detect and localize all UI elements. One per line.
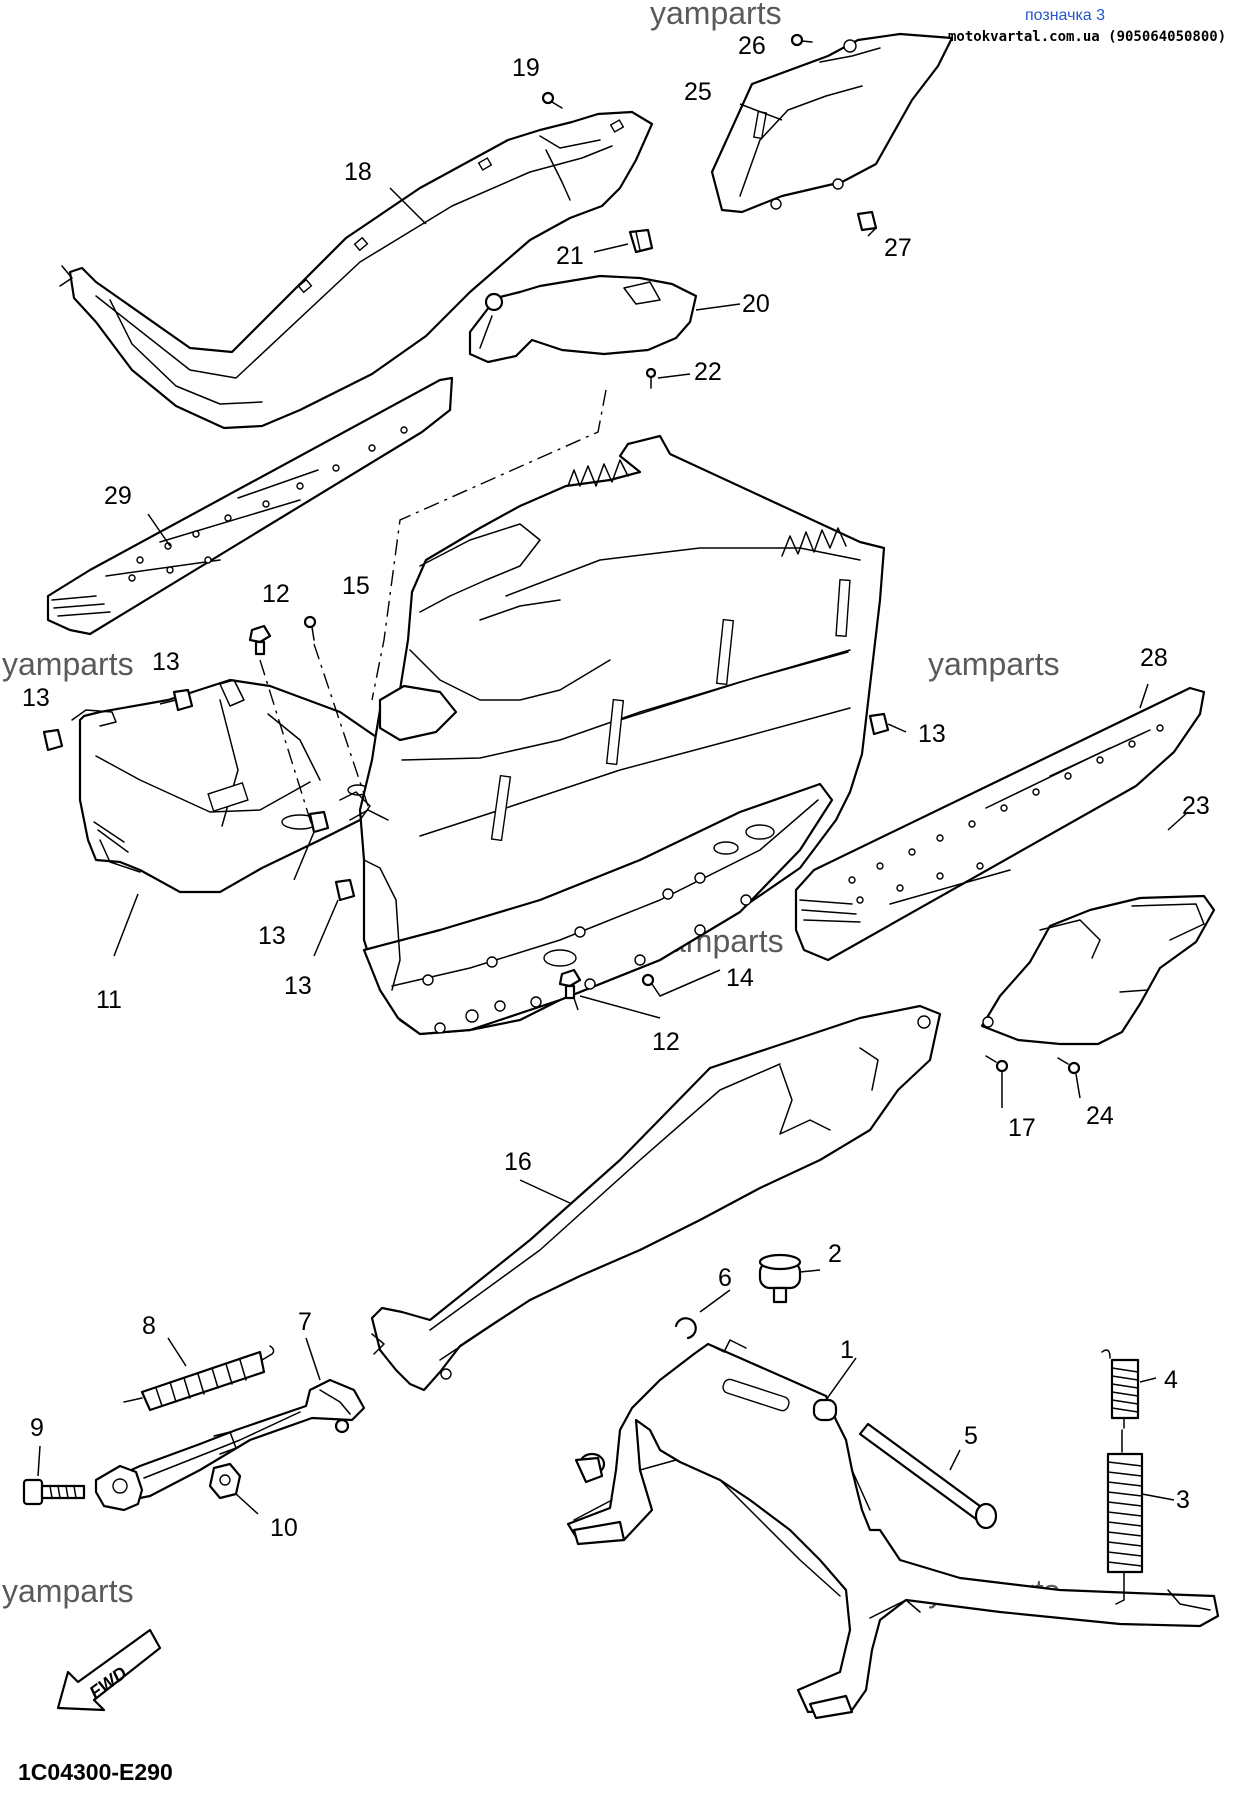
part-9-bolt: [22, 1478, 86, 1506]
callout-23: 23: [1182, 792, 1210, 820]
callout-13: 13: [22, 684, 50, 712]
part-21-fastener: [628, 228, 654, 254]
callout-5: 5: [964, 1422, 978, 1450]
part-24-screw: [1057, 1057, 1081, 1075]
callout-15: 15: [342, 572, 370, 600]
callout-9: 9: [30, 1414, 44, 1442]
callout-3: 3: [1176, 1486, 1190, 1514]
part-22-screw: [645, 367, 657, 389]
part-7-side-stand: [94, 1378, 366, 1512]
callout-27: 27: [884, 234, 912, 262]
callout-29: 29: [104, 482, 132, 510]
callout-13: 13: [258, 922, 286, 950]
callout-18: 18: [344, 158, 372, 186]
callout-12: 12: [652, 1028, 680, 1056]
part-15-screw: [303, 615, 317, 641]
callout-1: 1: [840, 1336, 854, 1364]
part-18-side-cover: [59, 110, 654, 430]
watermark: yamparts: [2, 646, 134, 682]
part-29-footboard-mat: [46, 376, 454, 636]
part-19-screw: [541, 91, 563, 109]
callout-12: 12: [262, 580, 290, 608]
part-13-clip: [172, 688, 194, 712]
header-site: motokvartal.com.ua (905064050800): [948, 29, 1226, 45]
part-1-main-stand: [566, 1339, 1220, 1720]
fwd-arrow-icon: FWD: [56, 1628, 162, 1712]
callout-2: 2: [828, 1240, 842, 1268]
leader-lines: [37, 103, 1189, 1515]
callout-22: 22: [694, 358, 722, 386]
part-13-clip: [868, 712, 890, 736]
watermark: yamparts: [2, 1573, 134, 1609]
part-14-screw: [641, 973, 661, 997]
ref-line: [313, 643, 369, 807]
part-10-nut: [208, 1462, 242, 1500]
part-17-screw: [985, 1055, 1009, 1073]
part-16-lower-cover: [370, 1004, 942, 1392]
callout-26: 26: [738, 32, 766, 60]
ref-line: [371, 389, 607, 701]
part-13-clip: [308, 810, 330, 834]
callout-20: 20: [742, 290, 770, 318]
part-26-screw: [790, 33, 813, 47]
callout-14: 14: [726, 964, 754, 992]
callout-13: 13: [918, 720, 946, 748]
part-25-cover: [710, 32, 954, 214]
callout-4: 4: [1164, 1366, 1178, 1394]
header-label: позначка 3: [1025, 7, 1105, 24]
part-4-spring: [1101, 1349, 1140, 1429]
callout-8: 8: [142, 1312, 156, 1340]
callout-13: 13: [284, 972, 312, 1000]
part-13-clip: [42, 728, 64, 752]
callout-10: 10: [270, 1514, 298, 1542]
callout-13: 13: [152, 648, 180, 676]
part-13-clip: [334, 878, 356, 902]
watermark: yamparts: [928, 646, 1060, 682]
part-6-circlip: [674, 1317, 697, 1340]
part-20-lid: [468, 274, 698, 364]
callout-21: 21: [556, 242, 584, 270]
watermark: yamparts: [650, 0, 782, 31]
callout-28: 28: [1140, 644, 1168, 672]
callout-6: 6: [718, 1264, 732, 1292]
main-floor-panel: [339, 434, 886, 1036]
part-12-bolt: [248, 624, 272, 656]
part-27-clip: [856, 210, 878, 232]
part-23-cover: [980, 894, 1216, 1046]
callout-7: 7: [298, 1308, 312, 1336]
callout-11: 11: [96, 986, 122, 1014]
diagram-code: 1C04300-E290: [18, 1759, 173, 1785]
ref-line: [573, 997, 579, 1011]
part-5-shaft: [858, 1422, 998, 1530]
ref-line: [259, 659, 313, 827]
callout-17: 17: [1008, 1114, 1036, 1142]
callout-16: 16: [504, 1148, 532, 1176]
part-12-bolt: [558, 968, 582, 1000]
part-3-spring: [1106, 1429, 1144, 1605]
part-8-spring: [123, 1345, 275, 1412]
part-28-footboard-mat: [794, 686, 1206, 962]
callout-19: 19: [512, 54, 540, 82]
part-11-inner-panel: [71, 678, 402, 894]
callout-24: 24: [1086, 1102, 1114, 1130]
callout-25: 25: [684, 78, 712, 106]
part-2-damper: [758, 1253, 802, 1304]
